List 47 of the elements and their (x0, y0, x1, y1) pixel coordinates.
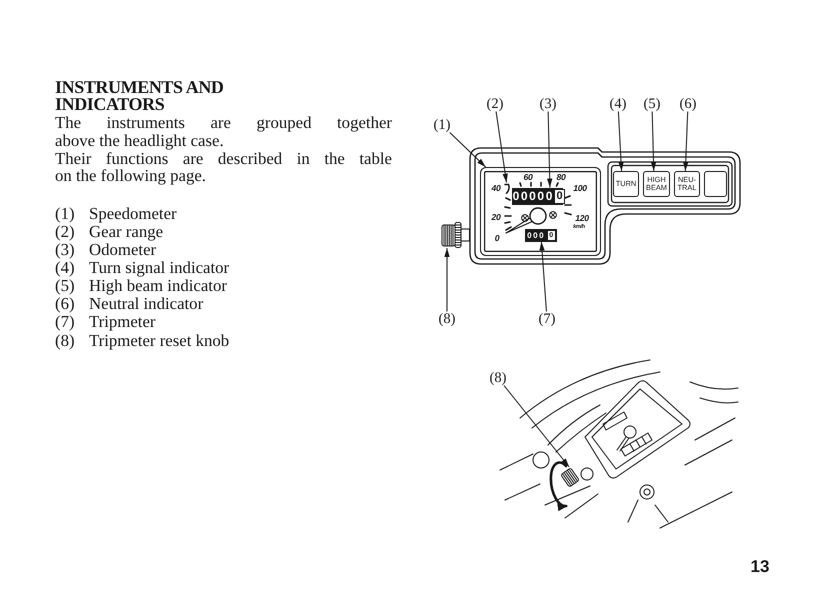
callout-number: (5) (644, 96, 660, 112)
body-paragraph: Their functions are described in the table on the following page. (55, 150, 392, 186)
list-item: (4) Turn signal indicator (55, 259, 230, 277)
list-item: (2) Gear range (55, 223, 164, 241)
scale-number: 0 (494, 234, 500, 242)
list-item: (8) Tripmeter reset knob (55, 332, 230, 350)
range-mark-icon (504, 182, 511, 194)
body-paragraph: The instruments are grouped together above the headlight case. (55, 114, 392, 150)
counter-digits: 000 (526, 230, 546, 241)
leader-line (650, 111, 656, 172)
callout-number: (2) (486, 96, 504, 112)
list-item: (5) High beam indicator (55, 277, 227, 295)
tripmeter-counter (524, 228, 557, 242)
list-item: (1) Speedometer (55, 205, 177, 223)
reset-knob (441, 222, 470, 248)
leader-line (449, 132, 486, 168)
scale-number: 80 (556, 172, 566, 182)
list-item: (3) Odometer (55, 241, 156, 259)
callout-number: (7) (538, 312, 556, 326)
list-item: (7) Tripmeter (55, 313, 156, 331)
scale-number: 100 (573, 184, 587, 192)
callout-number: (8) (490, 370, 506, 386)
leader-line (504, 385, 570, 468)
leader-line (618, 111, 624, 172)
leader-line (683, 111, 688, 172)
list-item: (6) Neutral indicator (55, 295, 204, 313)
odometer-counter (512, 188, 563, 205)
indicator-lamp (704, 171, 727, 197)
page-number: 13 (750, 558, 770, 574)
callout-number: (3) (540, 96, 556, 112)
scale-number: 60 (524, 172, 532, 182)
leader-line (547, 111, 552, 188)
callout-number: (8) (438, 312, 456, 326)
leader-line (539, 241, 547, 312)
scale-number: 20 (492, 212, 500, 222)
reset-knob (560, 467, 580, 488)
scale-number: 120 (575, 214, 589, 222)
section-title: INSTRUMENTS AND INDICATORS (55, 79, 225, 112)
tenths-digit: 0 (554, 188, 566, 204)
callout-number: (4) (610, 96, 626, 112)
scale-number: 40 (492, 184, 500, 192)
leader-line (444, 248, 450, 312)
speedometer-dial (480, 167, 601, 256)
counter-digits: 00000 (512, 188, 554, 204)
callout-number: (1) (434, 118, 450, 132)
callout-number: (6) (680, 96, 696, 112)
leader-line (496, 111, 508, 184)
